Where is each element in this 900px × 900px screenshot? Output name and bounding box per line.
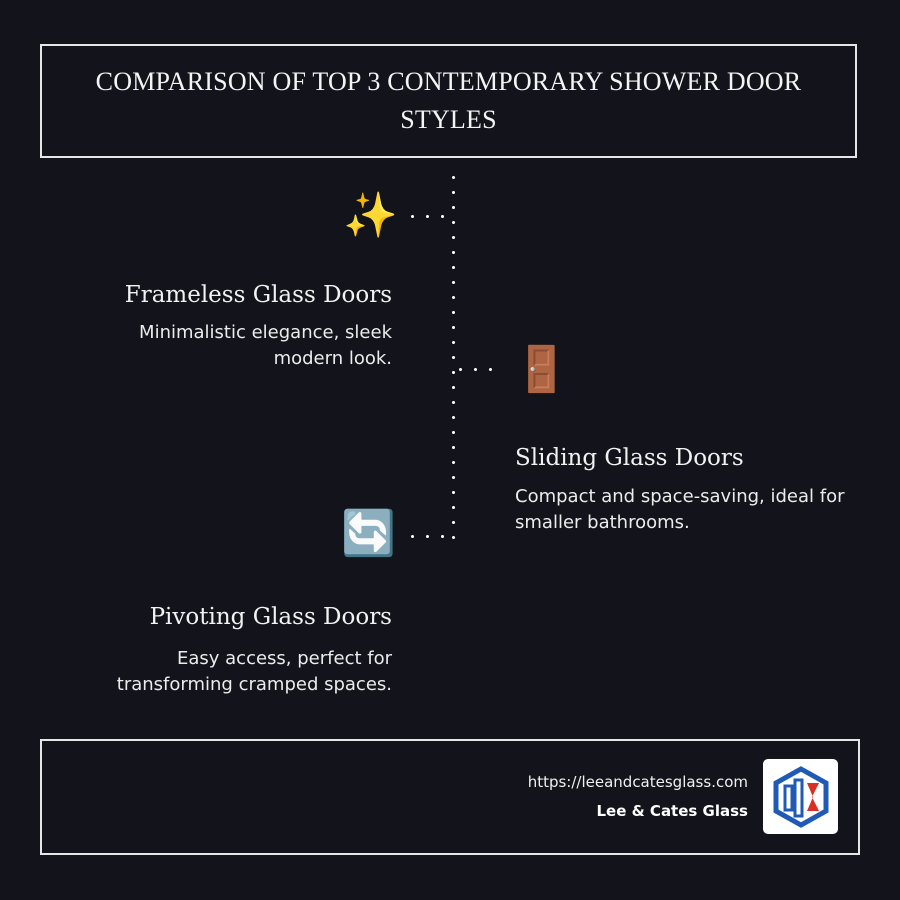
timeline-dotted-line: [452, 170, 455, 540]
door-icon: 🚪: [514, 344, 569, 395]
connector-dots-2: [453, 368, 501, 371]
item-heading-sliding: Sliding Glass Doors: [515, 445, 744, 471]
item-description-pivoting: Easy access, perfect for transforming cr…: [116, 648, 392, 695]
sparkles-icon: ✨: [343, 190, 398, 241]
title-box: COMPARISON OF TOP 3 CONTEMPORARY SHOWER …: [40, 44, 857, 158]
company-name: Lee & Cates Glass: [596, 802, 749, 820]
item-heading-frameless: Frameless Glass Doors: [124, 282, 392, 308]
website-link[interactable]: https://leeandcatesglass.com: [527, 773, 748, 791]
connector-dots-3: [405, 535, 453, 538]
item-description-frameless: Minimalistic elegance, sleek modern look…: [139, 322, 392, 369]
connector-dots-1: [405, 215, 453, 218]
logo-hexagon-icon: [773, 765, 828, 828]
item-heading-pivoting: Pivoting Glass Doors: [149, 604, 392, 630]
footer-box: https://leeandcatesglass.com Lee & Cates…: [40, 739, 860, 855]
company-logo: [763, 759, 838, 834]
page-title: COMPARISON OF TOP 3 CONTEMPORARY SHOWER …: [95, 67, 802, 134]
item-description-sliding: Compact and space-saving, ideal for smal…: [515, 486, 845, 533]
counterclockwise-arrows-icon: 🔄: [341, 508, 396, 559]
